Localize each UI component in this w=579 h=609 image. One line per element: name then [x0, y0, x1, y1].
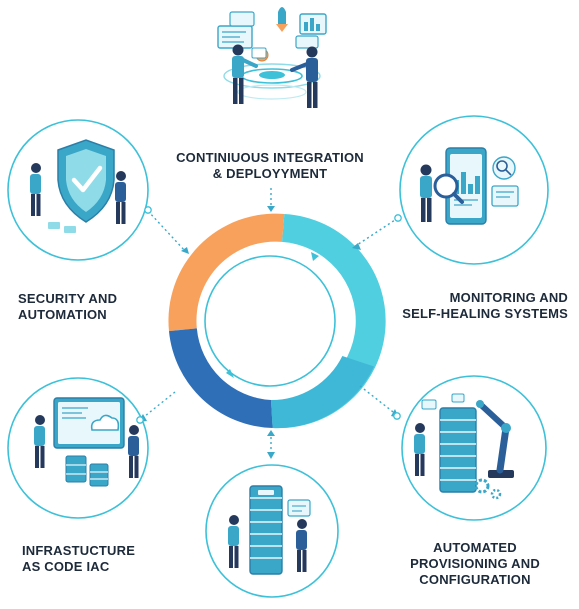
server-illustration-circle — [205, 464, 339, 598]
connector-server — [267, 430, 275, 459]
stage-label-monitoring-line-2: SELF-HEALING SYSTEMS — [402, 306, 568, 321]
stage-label-monitoring: MONITORING AND SELF-HEALING SYSTEMS — [370, 290, 568, 322]
central-cycle-ring — [168, 213, 386, 429]
stage-label-ci-cd: CONTINIUOUS INTEGRATION & DEPLOYYMENT — [150, 150, 390, 182]
ring-segment-teal-shade — [270, 355, 375, 429]
monitoring-illustration-circle — [394, 115, 549, 265]
stage-label-iac-line-2: AS CODE IAC — [22, 559, 110, 574]
stage-label-iac-line-1: INFRASTUCTURE — [22, 543, 136, 558]
ring-segment-orange — [168, 213, 285, 332]
stage-label-ci-cd-line-2: & DEPLOYYMENT — [212, 166, 328, 181]
security-shield-illustration — [30, 139, 126, 233]
security-illustration-circle — [7, 119, 152, 261]
stage-label-iac: INFRASTUCTURE AS CODE IAC — [22, 543, 172, 575]
stage-label-provisioning: AUTOMATED PROVISIONING AND CONFIGURATION — [398, 540, 552, 588]
stage-label-security-line-1: SECURITY AND — [18, 291, 118, 306]
stage-label-provisioning-line-3: CONFIGURATION — [419, 572, 531, 587]
stage-label-security: SECURITY AND AUTOMATION — [18, 291, 168, 323]
iac-illustration-circle — [7, 377, 149, 519]
server-rack-team-illustration — [228, 485, 311, 575]
stage-label-ci-cd-line-1: CONTINIUOUS INTEGRATION — [176, 150, 364, 165]
connector-security — [147, 210, 189, 254]
robot-arm-server-illustration — [414, 393, 514, 500]
inner-arrow-bottom — [226, 369, 234, 378]
inner-guide-circle — [204, 255, 336, 387]
connector-provisioning — [359, 385, 399, 418]
team-dashboard-rocket-illustration — [217, 7, 327, 108]
inner-arrow-top — [311, 252, 319, 261]
stage-label-monitoring-line-1: MONITORING AND — [449, 290, 568, 305]
connector-monitoring — [352, 217, 399, 250]
provisioning-illustration-circle — [393, 375, 547, 521]
cloud-code-server-illustration — [34, 397, 139, 487]
ring-segment-blue — [168, 328, 273, 428]
monitoring-magnifier-illustration — [420, 147, 519, 225]
connector-ci-cd — [267, 188, 275, 212]
stage-label-provisioning-line-1: AUTOMATED — [433, 540, 517, 555]
connector-iac — [138, 391, 176, 422]
stage-label-security-line-2: AUTOMATION — [18, 307, 107, 322]
stage-label-provisioning-line-2: PROVISIONING AND — [410, 556, 540, 571]
